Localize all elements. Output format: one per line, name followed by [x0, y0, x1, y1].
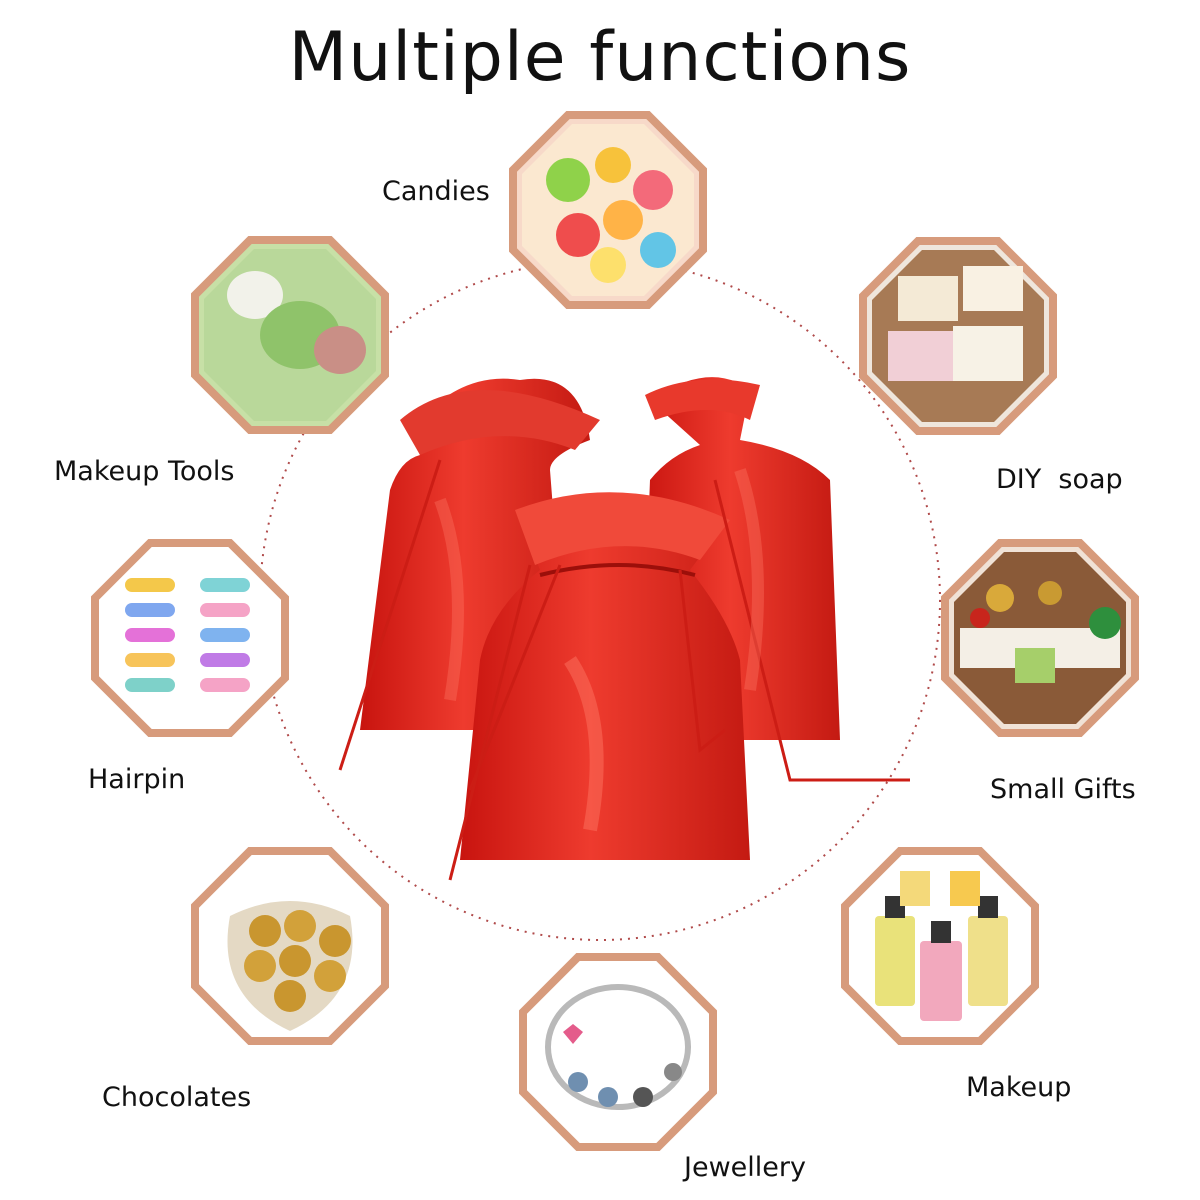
perfume-bottles-photo-icon [841, 847, 1039, 1045]
candies-photo-icon [509, 111, 707, 309]
label-makeup: Makeup [966, 1072, 1072, 1103]
red-satin-drawstring-bags-icon [338, 377, 910, 881]
page-title: Multiple functions [288, 18, 912, 97]
tile-jewellery [518, 952, 718, 1152]
makeup-sponges-photo-icon [191, 236, 389, 434]
label-makeup-tools: Makeup Tools [54, 456, 235, 487]
label-jewellery: Jewellery [684, 1152, 806, 1183]
chocolates-photo-icon [191, 847, 389, 1045]
label-diy-soap: DIY soap [996, 464, 1123, 495]
soap-bars-photo-icon [859, 237, 1057, 435]
tile-candies [508, 110, 708, 310]
hairpins-photo-icon [91, 539, 289, 737]
tile-makeup-tools [190, 235, 390, 435]
label-candies: Candies [382, 176, 490, 207]
label-chocolates: Chocolates [102, 1082, 252, 1113]
gift-box-photo-icon [941, 539, 1139, 737]
tile-diy-soap [858, 236, 1058, 436]
tile-small-gifts [940, 538, 1140, 738]
bracelet-photo-icon [519, 953, 717, 1151]
label-small-gifts: Small Gifts [990, 774, 1136, 805]
label-hairpin: Hairpin [88, 764, 186, 795]
tile-chocolates [190, 846, 390, 1046]
tile-makeup [840, 846, 1040, 1046]
tile-hairpin [90, 538, 290, 738]
